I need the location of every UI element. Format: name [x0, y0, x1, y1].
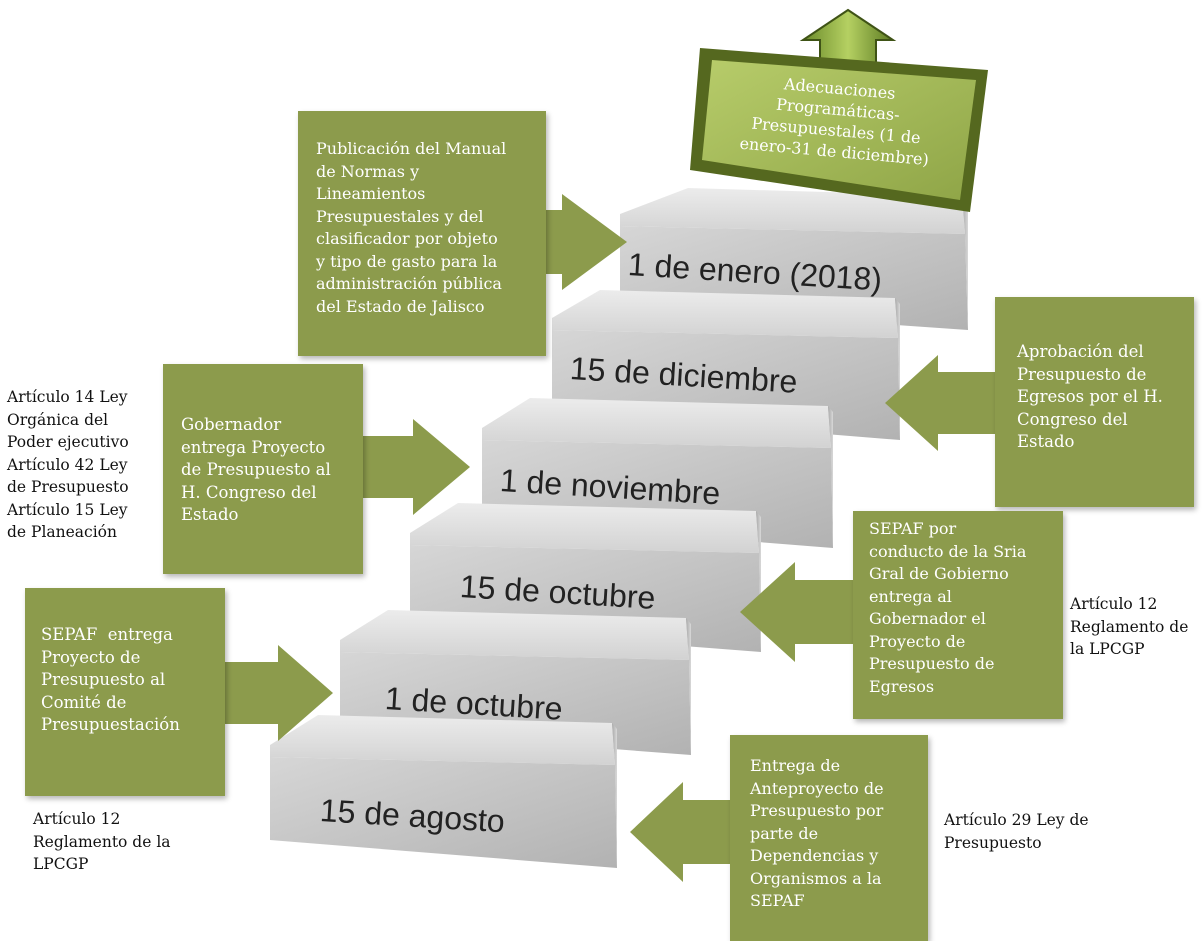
note-left-bottom: Artículo 12 Reglamento de la LPCGP	[33, 808, 193, 876]
box-gobernador: Gobernador entrega Proyecto de Presupues…	[163, 364, 363, 574]
box-sepaf-sria: SEPAF por conducto de la Sria Gral de Go…	[853, 511, 1063, 719]
sepaf-sria-line-5: Gobernador el	[869, 609, 986, 628]
gobernador-line-5: Estado	[181, 505, 239, 524]
publicacion-line-1: Publicación del Manual	[316, 139, 507, 158]
note-left-bottom-line-3: LPCGP	[33, 855, 89, 873]
note-left-top-line-2: Orgánica del	[7, 410, 109, 429]
entrega-line-2: Anteproyecto de	[750, 778, 884, 798]
entrega-line-3: Presupuesto por	[750, 801, 884, 820]
sepaf-comite-line-5: Presupuestación	[41, 715, 180, 734]
note-left-top-line-4: Artículo 42 Ley	[7, 455, 128, 474]
aprobacion-line-5: Estado	[1017, 432, 1075, 451]
note-left-top-line-7: de Planeación	[7, 523, 117, 541]
aprobacion-line-3: Egresos por el H.	[1017, 387, 1163, 406]
gobernador-line-3: de Presupuesto al	[181, 460, 331, 479]
note-right-bottom-line-1: Artículo 29 Ley de	[944, 811, 1089, 829]
arrow-left-sepaf-sria	[740, 562, 853, 662]
publicacion-line-2: de Normas y	[316, 161, 420, 181]
entrega-line-7: SEPAF	[750, 891, 805, 910]
sepaf-comite-line-2: Proyecto de	[41, 647, 141, 667]
publicacion-line-4: Presupuestales y del	[316, 206, 484, 226]
sepaf-sria-line-2: conducto de la Sria	[869, 541, 1027, 561]
publicacion-line-3: Lineamientos	[316, 184, 426, 203]
note-left-bottom-line-1: Artículo 12	[33, 810, 121, 828]
sepaf-comite-line-3: Presupuesto al	[41, 670, 166, 689]
entrega-line-6: Organismos a la	[750, 868, 882, 888]
sepaf-sria-line-1: SEPAF por	[869, 519, 957, 538]
note-right-mid-line-3: la LPCGP	[1070, 640, 1145, 658]
arrow-left-aprobacion	[885, 355, 995, 451]
publicacion-line-8: del Estado de Jalisco	[316, 296, 485, 316]
sepaf-comite-line-1: SEPAF entrega	[41, 625, 173, 644]
note-left-bottom-line-2: Reglamento de la	[33, 832, 171, 851]
note-left-top-line-6: Artículo 15 Ley	[7, 500, 128, 519]
sepaf-sria-line-3: Gral de Gobierno	[869, 564, 1009, 583]
sepaf-sria-line-6: Proyecto de	[869, 631, 966, 651]
publicacion-line-5: clasificador por objeto	[316, 229, 498, 248]
note-left-top-line-5: de Presupuesto	[7, 478, 129, 496]
entrega-line-5: Dependencias y	[750, 846, 879, 865]
box-sepaf-comite: SEPAF entrega Proyecto de Presupuesto al…	[25, 588, 225, 796]
box-publicacion: Publicación del Manual de Normas y Linea…	[298, 111, 546, 356]
top-box-shape	[690, 48, 988, 212]
box-entrega: Entrega de Anteproyecto de Presupuesto p…	[730, 735, 928, 941]
arrow-left-entrega	[630, 782, 730, 882]
publicacion-line-7: administración pública	[316, 274, 502, 293]
note-left-top-line-1: Artículo 14 Ley	[7, 388, 128, 406]
aprobacion-line-1: Aprobación del	[1017, 342, 1144, 361]
gobernador-line-2: entrega Proyecto	[181, 437, 326, 457]
note-left-top-line-3: Poder ejecutivo	[7, 433, 129, 451]
entrega-line-4: parte de	[750, 823, 819, 843]
sepaf-comite-line-4: Comité de	[41, 692, 127, 712]
aprobacion-line-4: Congreso del	[1017, 409, 1128, 429]
gobernador-line-4: H. Congreso del	[181, 482, 317, 502]
sepaf-sria-line-4: entrega al	[869, 586, 952, 606]
note-right-mid-line-2: Reglamento de	[1070, 617, 1189, 636]
sepaf-sria-line-7: Presupuesto de	[869, 654, 995, 673]
arrow-right-publicacion	[546, 194, 627, 290]
step-1-shape	[270, 715, 617, 868]
box-aprobacion: Aprobación del Presupuesto de Egresos po…	[995, 297, 1194, 507]
note-right-mid-line-1: Artículo 12	[1070, 595, 1158, 613]
entrega-line-1: Entrega de	[750, 756, 841, 775]
note-right-mid: Artículo 12 Reglamento de la LPCGP	[1070, 593, 1202, 661]
arrow-right-sepaf-comite	[225, 645, 333, 741]
sepaf-sria-line-8: Egresos	[869, 676, 935, 696]
note-right-bottom-line-2: Presupuesto	[944, 833, 1042, 852]
note-left-top: Artículo 14 Ley Orgánica del Poder ejecu…	[7, 386, 157, 544]
note-right-bottom: Artículo 29 Ley de Presupuesto	[944, 809, 1114, 854]
gobernador-line-1: Gobernador	[181, 415, 282, 434]
arrow-right-gobernador	[362, 419, 470, 515]
publicacion-line-6: y tipo de gasto para la	[316, 251, 498, 271]
aprobacion-line-2: Presupuesto de	[1017, 364, 1147, 384]
